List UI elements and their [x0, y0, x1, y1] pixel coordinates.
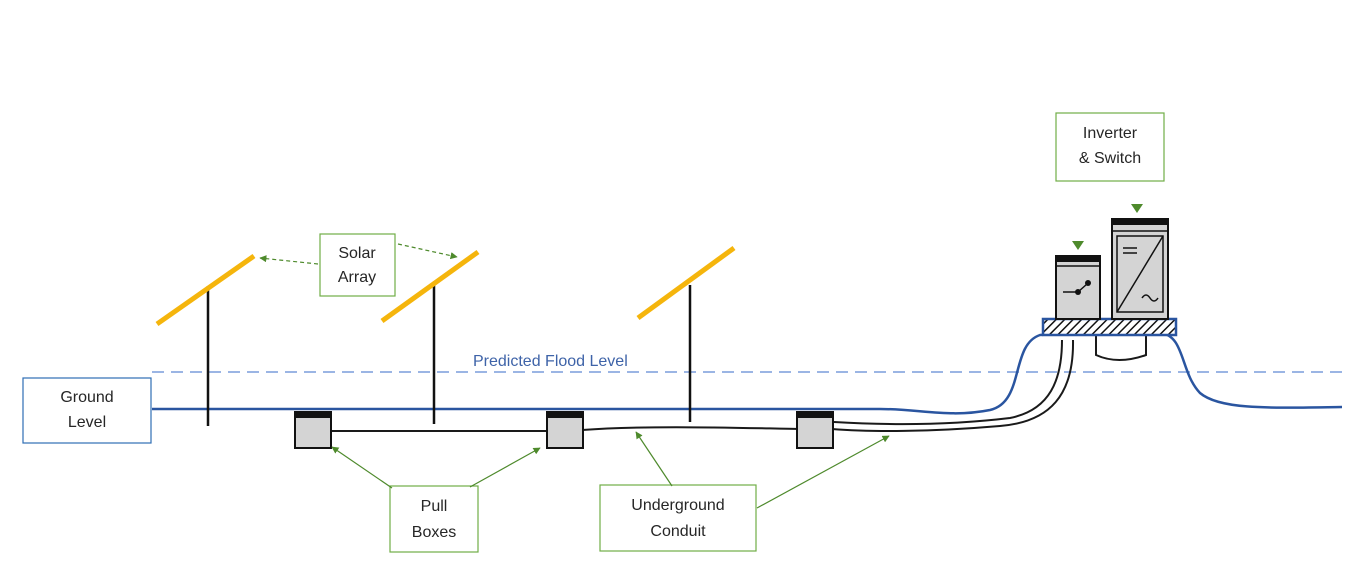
underground-conduit-arrow: [756, 435, 890, 509]
underground-conduit-arrow: [635, 431, 673, 487]
pull-box: [796, 411, 834, 449]
conduit-loop: [1095, 334, 1147, 361]
switch-marker: [1072, 241, 1084, 250]
flood-level-label: Predicted Flood Level: [473, 353, 628, 370]
inverter: [1111, 218, 1169, 320]
solar-panel-2: [380, 249, 480, 324]
underground-conduit-line: [833, 339, 1063, 426]
underground-conduit-label-line2: Conduit: [650, 523, 706, 540]
solar-array-arrow: [397, 243, 458, 260]
solar-array-label-line2: Array: [338, 269, 376, 286]
underground-conduit-label-line1: Underground: [631, 497, 724, 514]
ground-line: [152, 331, 1343, 415]
pull-boxes-callout: Pull Boxes: [389, 485, 479, 553]
pull-boxes-label-line2: Boxes: [412, 524, 456, 541]
pull-box: [546, 411, 584, 449]
pull-boxes-label-line1: Pull: [421, 498, 448, 515]
underground-conduit-line: [831, 339, 1075, 432]
pull-boxes-arrow: [331, 446, 393, 489]
inverter-marker: [1131, 204, 1143, 213]
solar-array-arrow: [259, 255, 319, 265]
pull-boxes-arrow: [469, 447, 541, 488]
inverter-switch-label-line2: & Switch: [1079, 150, 1141, 167]
ground-level-callout: Ground Level: [22, 377, 152, 444]
inverter-switch-callout: Inverter & Switch: [1055, 112, 1165, 182]
equipment-pad: [1041, 317, 1178, 337]
ground-level-label-line1: Ground: [60, 389, 113, 406]
solar-array-label-line1: Solar: [338, 245, 376, 262]
ground-level-label-line2: Level: [68, 414, 106, 431]
underground-conduit-callout: Underground Conduit: [599, 484, 757, 552]
disconnect-switch: [1055, 255, 1101, 320]
pull-box: [294, 411, 332, 449]
inverter-switch-label-line1: Inverter: [1083, 125, 1138, 142]
solar-panel-1: [155, 253, 256, 327]
underground-conduit-line: [581, 426, 801, 431]
solar-panel-3: [636, 245, 736, 321]
solar-array-callout: Solar Array: [319, 233, 396, 297]
